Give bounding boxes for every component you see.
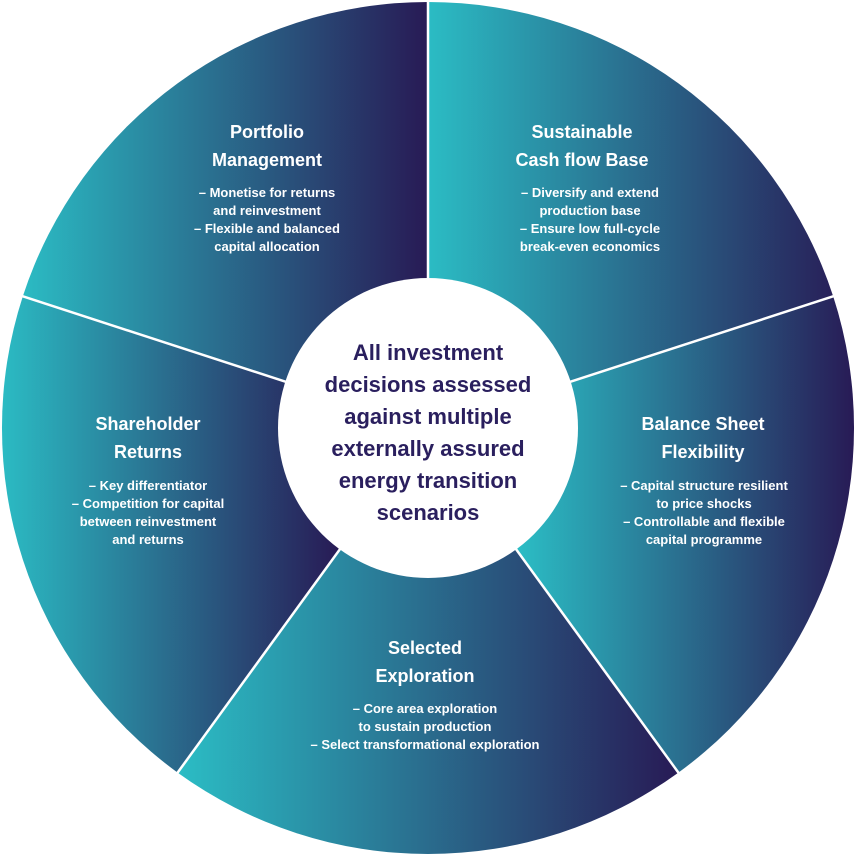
center-circle — [278, 278, 578, 578]
segment-bullets: – Key differentiator– Competition for ca… — [72, 478, 224, 547]
segment-selected-exploration — [177, 428, 679, 854]
